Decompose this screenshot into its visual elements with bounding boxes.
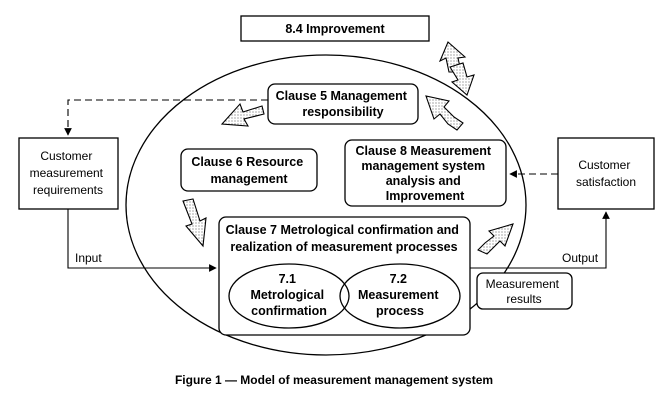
clause6-label: Clause 6 Resource management bbox=[191, 155, 306, 186]
clause7-box bbox=[218, 216, 471, 336]
c72-ellipse bbox=[339, 263, 461, 329]
improvement-label: 8.4 Improvement bbox=[285, 22, 385, 36]
process-cycle-ellipse bbox=[125, 54, 527, 356]
customer-requirements-box bbox=[18, 137, 119, 210]
clause5-box bbox=[267, 83, 419, 125]
cycle-arrow-5-to-6 bbox=[220, 102, 265, 127]
cycle-arrow-6-to-7 bbox=[182, 198, 207, 248]
clause8-label: Clause 8 Measurement management system a… bbox=[356, 144, 495, 203]
improvement-box bbox=[240, 15, 430, 42]
customer-satisfaction-label: Customer satisfaction bbox=[576, 158, 636, 189]
clause5-label: Clause 5 Management responsibility bbox=[276, 89, 411, 119]
output-connector bbox=[470, 211, 610, 269]
dashed-feedback-left bbox=[64, 99, 268, 136]
clause7-label: Clause 7 Metrological confirmation and r… bbox=[226, 223, 463, 254]
measurement-results-box bbox=[476, 272, 573, 310]
cycle-arrow-7-to-8 bbox=[477, 223, 514, 255]
c71-ellipse bbox=[228, 263, 350, 329]
c71-label: 7.1 Metrological confirmation bbox=[250, 272, 327, 318]
figure-caption: Figure 1 — Model of measurement manageme… bbox=[175, 373, 493, 387]
input-label: Input bbox=[75, 251, 102, 265]
cycle-arrow-8-to-5 bbox=[425, 95, 464, 131]
clause6-box bbox=[180, 148, 318, 192]
customer-requirements-label: Customer measurement requirements bbox=[30, 149, 107, 197]
measurement-results-label: Measurement results bbox=[486, 277, 563, 306]
clause8-box bbox=[344, 139, 507, 207]
customer-satisfaction-box bbox=[557, 137, 655, 210]
output-label: Output bbox=[562, 251, 599, 265]
input-connector bbox=[67, 209, 217, 272]
c72-label: 7.2 Measurement process bbox=[358, 272, 442, 318]
improvement-arrow-down bbox=[449, 62, 475, 96]
